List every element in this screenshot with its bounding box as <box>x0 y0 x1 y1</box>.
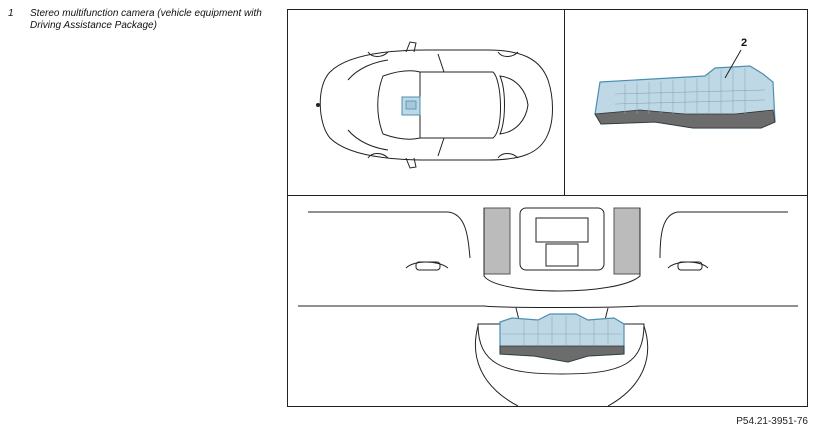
camera-detail-illustration <box>594 49 776 129</box>
interior-view-illustration <box>298 207 798 406</box>
figure-reference: P54.21-3951-76 <box>736 416 808 427</box>
legend-text: Stereo multifunction camera (vehicle equ… <box>30 8 262 31</box>
vehicle-top-view-panel <box>288 10 565 196</box>
camera-callout-label: 2 <box>741 37 748 49</box>
camera-detail-panel: 2 <box>565 10 807 196</box>
vehicle-top-view-illustration <box>316 41 553 169</box>
legend-number: 1 <box>8 8 14 19</box>
legend-item: 1 Stereo multifunction camera (vehicle e… <box>8 8 268 32</box>
legend: 1 Stereo multifunction camera (vehicle e… <box>8 8 268 32</box>
interior-view-panel <box>288 196 807 406</box>
figure: 2 <box>287 9 808 407</box>
